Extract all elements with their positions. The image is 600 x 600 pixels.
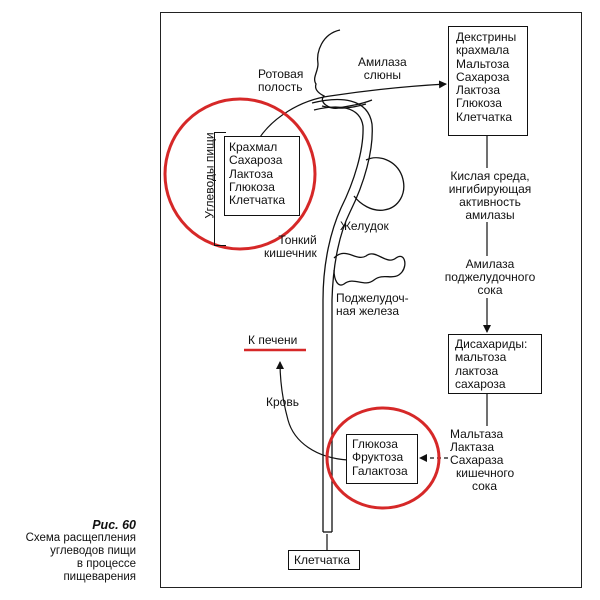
food-item: Лактоза [229, 166, 274, 181]
disaccharide-item: Дисахариды: [455, 337, 528, 351]
fiber-end-label: Клетчатка [294, 553, 351, 567]
label-pancreatic-line: поджелудочного [444, 270, 536, 284]
label-enzyme-line: кишечного [456, 466, 515, 480]
monosaccharide-item: Глюкоза [352, 437, 398, 451]
gi-tube-inner [313, 106, 364, 532]
label-blood: Кровь [266, 395, 299, 409]
food-item: Сахароза [229, 153, 283, 168]
label-acid-line: активность [459, 195, 521, 209]
figure-caption: Рис. 60 Схема расщепления углеводов пищи… [26, 519, 136, 584]
label-saliva-line: Амилаза [358, 55, 407, 69]
label-acid-line: амилазы [465, 208, 515, 222]
arrow-to-dextrins [257, 80, 447, 141]
disaccharide-item: лактоза [455, 363, 499, 378]
food-item: Клетчатка [229, 193, 286, 208]
food-item: Глюкоза [229, 179, 275, 194]
label-saliva-amylase: Амилаза слюны [358, 56, 407, 82]
label-intestinal-enzymes: Мальтаза Лактаза Сахараза кишечного сока [450, 428, 514, 493]
label-mouth: Ротовая полость [258, 68, 303, 94]
box-food-carbs: Крахмал Сахароза Лактоза Глюкоза Клетчат… [224, 136, 300, 216]
label-enzyme-line: сока [472, 479, 497, 493]
label-pancreatic-line: Амилаза [465, 257, 515, 271]
box-fiber-end: Клетчатка [288, 550, 360, 570]
label-acid-line: ингибирующая [448, 182, 532, 196]
label-saliva-line: слюны [363, 68, 401, 82]
after-saliva-item: Клетчатка [456, 109, 513, 124]
disaccharide-item: мальтоза [455, 350, 507, 365]
label-pancreatic-amylase: Амилаза поджелудочного сока [440, 258, 540, 297]
box-monosaccharides: Глюкоза Фруктоза Галактоза [346, 434, 418, 484]
caption-line: Схема расщепления [25, 532, 136, 544]
after-saliva-item: Сахароза [456, 69, 510, 84]
after-saliva-item: Декстрины [456, 30, 517, 44]
box-after-saliva: Декстрины крахмала Мальтоза Сахароза Лак… [448, 26, 528, 136]
monosaccharide-item: Галактоза [352, 463, 408, 478]
after-saliva-item: Лактоза [456, 83, 501, 98]
caption-line: углеводов пищи [50, 545, 136, 557]
label-pancreas: Поджелудоч- ная железа [336, 292, 409, 318]
label-enzyme-line: Сахараза [450, 453, 504, 467]
label-to-liver: К печени [248, 333, 298, 347]
label-enzyme-line: Мальтаза [450, 427, 504, 441]
label-intestine-line: Тонкий [278, 233, 317, 247]
after-saliva-item: Мальтоза [456, 56, 510, 71]
monosaccharide-item: Фруктоза [352, 450, 404, 465]
label-stomach: Желудок [340, 219, 389, 233]
box-disaccharides: Дисахариды: мальтоза лактоза сахароза [448, 334, 542, 394]
caption-line: пищеварения [63, 571, 136, 583]
caption-line: в процессе [76, 558, 136, 570]
after-saliva-item: крахмала [456, 43, 510, 58]
figure-frame [160, 12, 582, 588]
food-item: Крахмал [229, 140, 278, 154]
disaccharide-item: сахароза [455, 376, 506, 391]
label-pancreas-line: ная железа [336, 304, 400, 318]
label-acid-env: Кислая среда, ингибирующая активность ам… [444, 170, 536, 222]
pancreas-shape [333, 252, 406, 286]
label-pancreas-line: Поджелудоч- [336, 291, 409, 305]
arrow-blood [276, 361, 349, 461]
food-bracket [214, 132, 226, 246]
figure-number: Рис. 60 [92, 518, 136, 532]
highlight-circle-food [163, 97, 317, 251]
label-mouth-line: Ротовая [258, 67, 304, 81]
after-saliva-item: Глюкоза [456, 96, 502, 111]
label-acid-line: Кислая среда, [450, 169, 530, 183]
label-mouth-line: полость [258, 80, 303, 94]
label-pancreatic-line: сока [477, 283, 503, 297]
highlight-circle-mono [325, 406, 441, 510]
label-enzyme-line: Лактаза [450, 440, 495, 454]
stomach-shape [353, 157, 405, 211]
label-small-intestine: Тонкий кишечник [264, 234, 317, 260]
label-intestine-line: кишечник [264, 246, 317, 260]
